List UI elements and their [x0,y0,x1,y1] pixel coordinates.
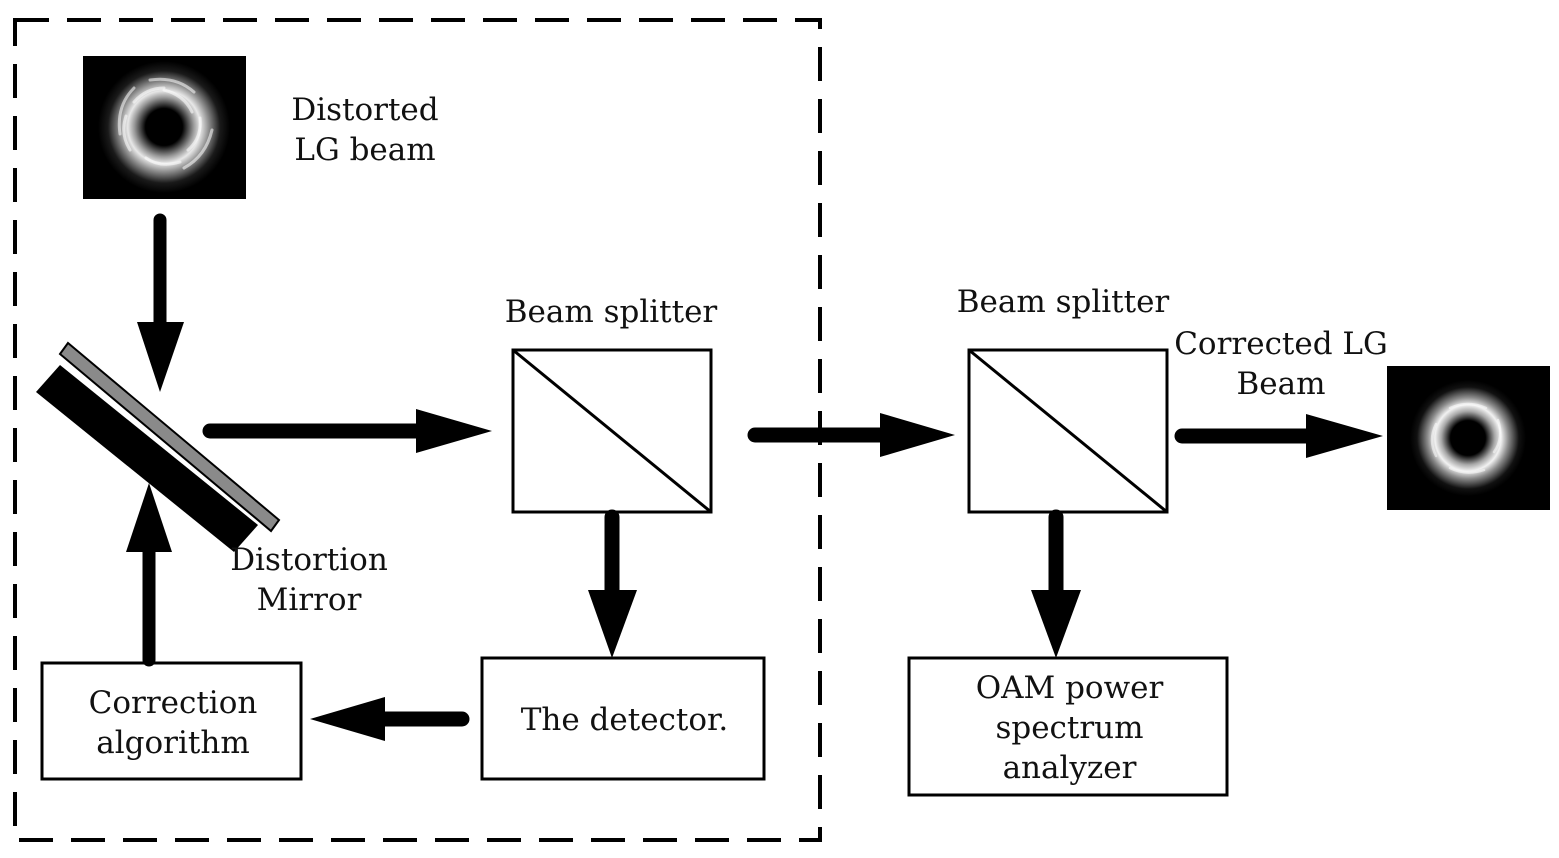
beam-splitter-1 [511,348,713,514]
arrow-algorithm-to-mirror [126,483,172,667]
oam-analyzer-label-line1: OAM power [975,670,1164,706]
arrow-beam-to-mirror [137,213,184,392]
arrow-detector-to-algorithm [310,697,470,741]
beam-splitter-2 [967,348,1169,514]
corrected-beam-label-line2: Beam [1236,366,1326,402]
arrow-splitter-to-analyzer [1031,509,1081,658]
correction-algorithm-label-line1: Correction [88,684,258,721]
correction-algorithm-label-line2: algorithm [96,724,250,761]
arrow-mirror-to-splitter [202,409,492,453]
correction-algorithm-label: Correction algorithm [42,663,304,782]
corrected-beam-image [1387,366,1550,510]
beam-splitter-1-label: Beam splitter [504,294,718,330]
detector-label-text: The detector. [520,702,729,738]
distortion-mirror-label-line1: Distortion [230,542,388,578]
beam-splitter-2-label: Beam splitter [956,284,1170,320]
correction-algorithm-box [40,661,303,781]
oam-analyzer-label-line2: spectrum [995,710,1144,746]
distortion-mirror-label: Distortion Mirror [212,540,406,620]
corrected-beam-label: Corrected LG Beam [1158,324,1404,404]
oam-analyzer-box [907,656,1229,797]
oam-analyzer-label: OAM power spectrum analyzer [909,658,1230,798]
oam-analyzer-label-line3: analyzer [1002,750,1137,786]
arrow-splitter-to-splitter [747,413,955,457]
distortion-mirror [36,341,281,552]
distorted-beam-image [83,56,246,199]
arrow-splitter-to-output [1174,414,1383,458]
distorted-beam-label-line2: LG beam [294,132,436,168]
detector-box [480,656,766,781]
distorted-beam-label-line1: Distorted [291,92,439,128]
arrow-splitter-to-detector [588,509,637,658]
distorted-beam-label: Distorted LG beam [272,90,458,170]
detector-label: The detector. [482,658,767,782]
distortion-mirror-label-line2: Mirror [256,582,362,618]
corrected-beam-label-line1: Corrected LG [1174,326,1388,362]
